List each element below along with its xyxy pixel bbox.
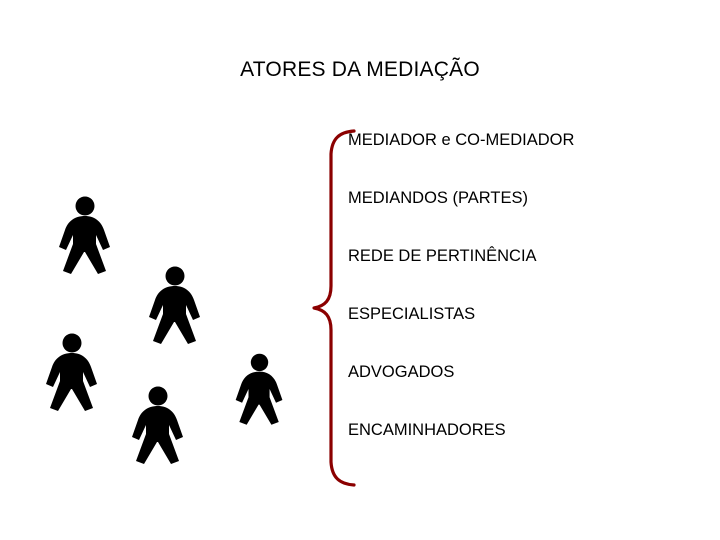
list-item: ENCAMINHADORES	[348, 421, 506, 439]
list-item: ADVOGADOS	[348, 363, 455, 381]
person-icon	[149, 266, 200, 344]
person-pictogram-1	[55, 195, 115, 280]
person-icon	[132, 386, 183, 464]
curly-brace-decoration	[310, 128, 362, 488]
person-pictogram-5	[128, 385, 188, 470]
person-icon	[59, 196, 110, 274]
person-pictogram-2	[145, 265, 205, 350]
curly-brace-icon	[312, 129, 356, 487]
person-icon	[235, 353, 283, 425]
list-item: ESPECIALISTAS	[348, 305, 476, 323]
page-title: ATORES DA MEDIAÇÃO	[240, 58, 480, 81]
list-item: REDE DE PERTINÊNCIA	[348, 247, 537, 265]
person-pictogram-4	[232, 352, 287, 431]
person-pictogram-3	[42, 332, 102, 417]
people-illustration-group	[0, 0, 320, 540]
list-item: MEDIADOR e CO-MEDIADOR	[348, 131, 575, 149]
list-item: MEDIANDOS (PARTES)	[348, 189, 528, 207]
actors-list: MEDIADOR e CO-MEDIADOR MEDIANDOS (PARTES…	[348, 132, 708, 480]
person-icon	[46, 333, 97, 411]
